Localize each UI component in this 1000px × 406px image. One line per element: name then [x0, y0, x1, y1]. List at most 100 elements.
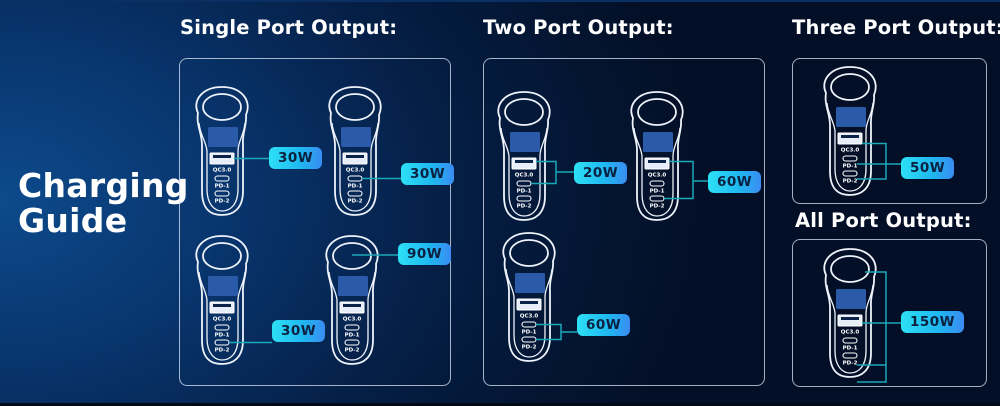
pd2-port-icon	[347, 190, 363, 197]
socket-icon	[504, 98, 544, 126]
socket-icon	[202, 242, 242, 270]
charger-single-socket: QC3.0PD-1PD-2	[325, 235, 398, 365]
single-pd2-watts-badge: 30W	[272, 320, 326, 342]
usb-port-icon	[511, 157, 537, 170]
display-screen	[208, 127, 238, 147]
charger-single-qc: QC3.0PD-1PD-2	[195, 86, 270, 216]
display-screen	[338, 276, 368, 296]
socket-icon	[830, 255, 870, 283]
pd1-port-label: PD-1	[517, 189, 532, 195]
charger-two-pd1-pd2: QC3.0PD-1PD-2	[502, 232, 577, 362]
charger-side-contour-right	[221, 271, 246, 361]
socket-icon	[332, 242, 372, 270]
usb-port-label: QC3.0	[213, 168, 232, 174]
single-socket-watts-badge: 90W	[398, 243, 452, 265]
charger-side-contour	[198, 271, 223, 361]
display-screen	[515, 273, 545, 293]
usb-port-label: QC3.0	[343, 317, 362, 323]
charger-all-port: QC3.0PD-1PD-2	[823, 248, 901, 383]
usb-port-icon	[516, 298, 542, 311]
pd2-port-icon	[214, 190, 230, 197]
charger-body	[497, 91, 551, 221]
charger-body	[325, 235, 379, 365]
charger-side-contour	[198, 122, 223, 212]
pd2-port-label: PD-2	[843, 179, 858, 185]
usb-port-label: QC3.0	[841, 148, 860, 154]
two-port-panel	[483, 58, 765, 386]
charger-side-contour	[505, 268, 530, 358]
usb-port-icon	[339, 301, 365, 314]
pd2-port-icon	[842, 352, 858, 359]
usb-port-icon	[209, 301, 235, 314]
pd2-port-icon	[516, 195, 532, 202]
usb-port-icon	[837, 314, 863, 327]
pd2-port-icon	[344, 339, 360, 346]
pd1-port-icon	[521, 321, 537, 328]
connector-line	[536, 323, 562, 341]
pd2-port-icon	[214, 339, 230, 346]
socket-icon	[335, 93, 375, 121]
display-screen	[836, 107, 866, 127]
pd1-port-label: PD-1	[348, 184, 363, 190]
charger-side-contour-right	[849, 284, 874, 374]
usb-port-icon	[342, 152, 368, 165]
charger-single-pd1: QC3.0PD-1PD-2	[328, 86, 402, 216]
pd1-port-icon	[842, 155, 858, 162]
pd1-port-icon	[344, 324, 360, 331]
page-title: Charging Guide	[18, 168, 189, 238]
three-port-title: Three Port Output:	[792, 16, 1000, 39]
charger-side-contour-right	[849, 102, 874, 192]
usb-port-label: QC3.0	[520, 314, 539, 320]
pd2-port-label: PD-2	[522, 345, 537, 351]
pd1-port-icon	[347, 175, 363, 182]
pd1-port-label: PD-1	[215, 184, 230, 190]
charger-side-contour-right	[523, 127, 548, 217]
pd1-port-label: PD-1	[843, 164, 858, 170]
display-screen	[208, 276, 238, 296]
title-line-2: Guide	[18, 201, 128, 240]
socket-icon	[830, 73, 870, 101]
pd2-port-label: PD-2	[348, 199, 363, 205]
socket-icon	[509, 239, 549, 267]
pd1-port-label: PD-1	[215, 333, 230, 339]
connector-line	[857, 142, 887, 180]
pd2-port-label: PD-2	[345, 348, 360, 354]
usb-port-icon	[644, 157, 670, 170]
charger-side-contour	[328, 271, 353, 361]
charger-side-contour-right	[528, 268, 553, 358]
top-border	[0, 0, 1000, 2]
charger-body	[630, 91, 684, 221]
charger-side-contour	[633, 127, 658, 217]
charger-side-contour	[331, 122, 356, 212]
display-screen	[836, 289, 866, 309]
connector-line	[857, 271, 887, 383]
pd1-port-label: PD-1	[345, 333, 360, 339]
two-qc-pd2-watts-badge: 60W	[708, 171, 762, 193]
two-pd1-pd2-watts-badge: 60W	[577, 314, 631, 336]
charger-side-contour-right	[221, 122, 246, 212]
three-port-panel	[792, 58, 987, 204]
all-port-watts-badge: 150W	[901, 311, 965, 333]
charger-side-contour	[826, 102, 851, 192]
charger-side-contour	[826, 284, 851, 374]
pd1-port-icon	[214, 175, 230, 182]
charger-body	[195, 86, 249, 216]
charger-two-qc-pd2: QC3.0PD-1PD-2	[630, 91, 708, 221]
single-qc-watts-badge: 30W	[269, 147, 323, 169]
pd1-port-icon	[649, 180, 665, 187]
display-screen	[510, 132, 540, 152]
socket-icon	[202, 93, 242, 121]
usb-port-icon	[837, 132, 863, 145]
title-line-1: Charging	[18, 166, 189, 205]
charger-single-pd2: QC3.0PD-1PD-2	[195, 235, 272, 365]
socket-icon	[637, 98, 677, 126]
pd2-port-icon	[842, 170, 858, 177]
pd2-port-icon	[521, 336, 537, 343]
charger-body	[823, 66, 877, 196]
usb-port-label: QC3.0	[648, 173, 667, 179]
charger-three-port: QC3.0PD-1PD-2	[823, 66, 901, 196]
all-port-title: All Port Output:	[795, 209, 972, 232]
single-port-title: Single Port Output:	[180, 16, 398, 39]
usb-port-label: QC3.0	[213, 317, 232, 323]
usb-port-label: QC3.0	[515, 173, 534, 179]
